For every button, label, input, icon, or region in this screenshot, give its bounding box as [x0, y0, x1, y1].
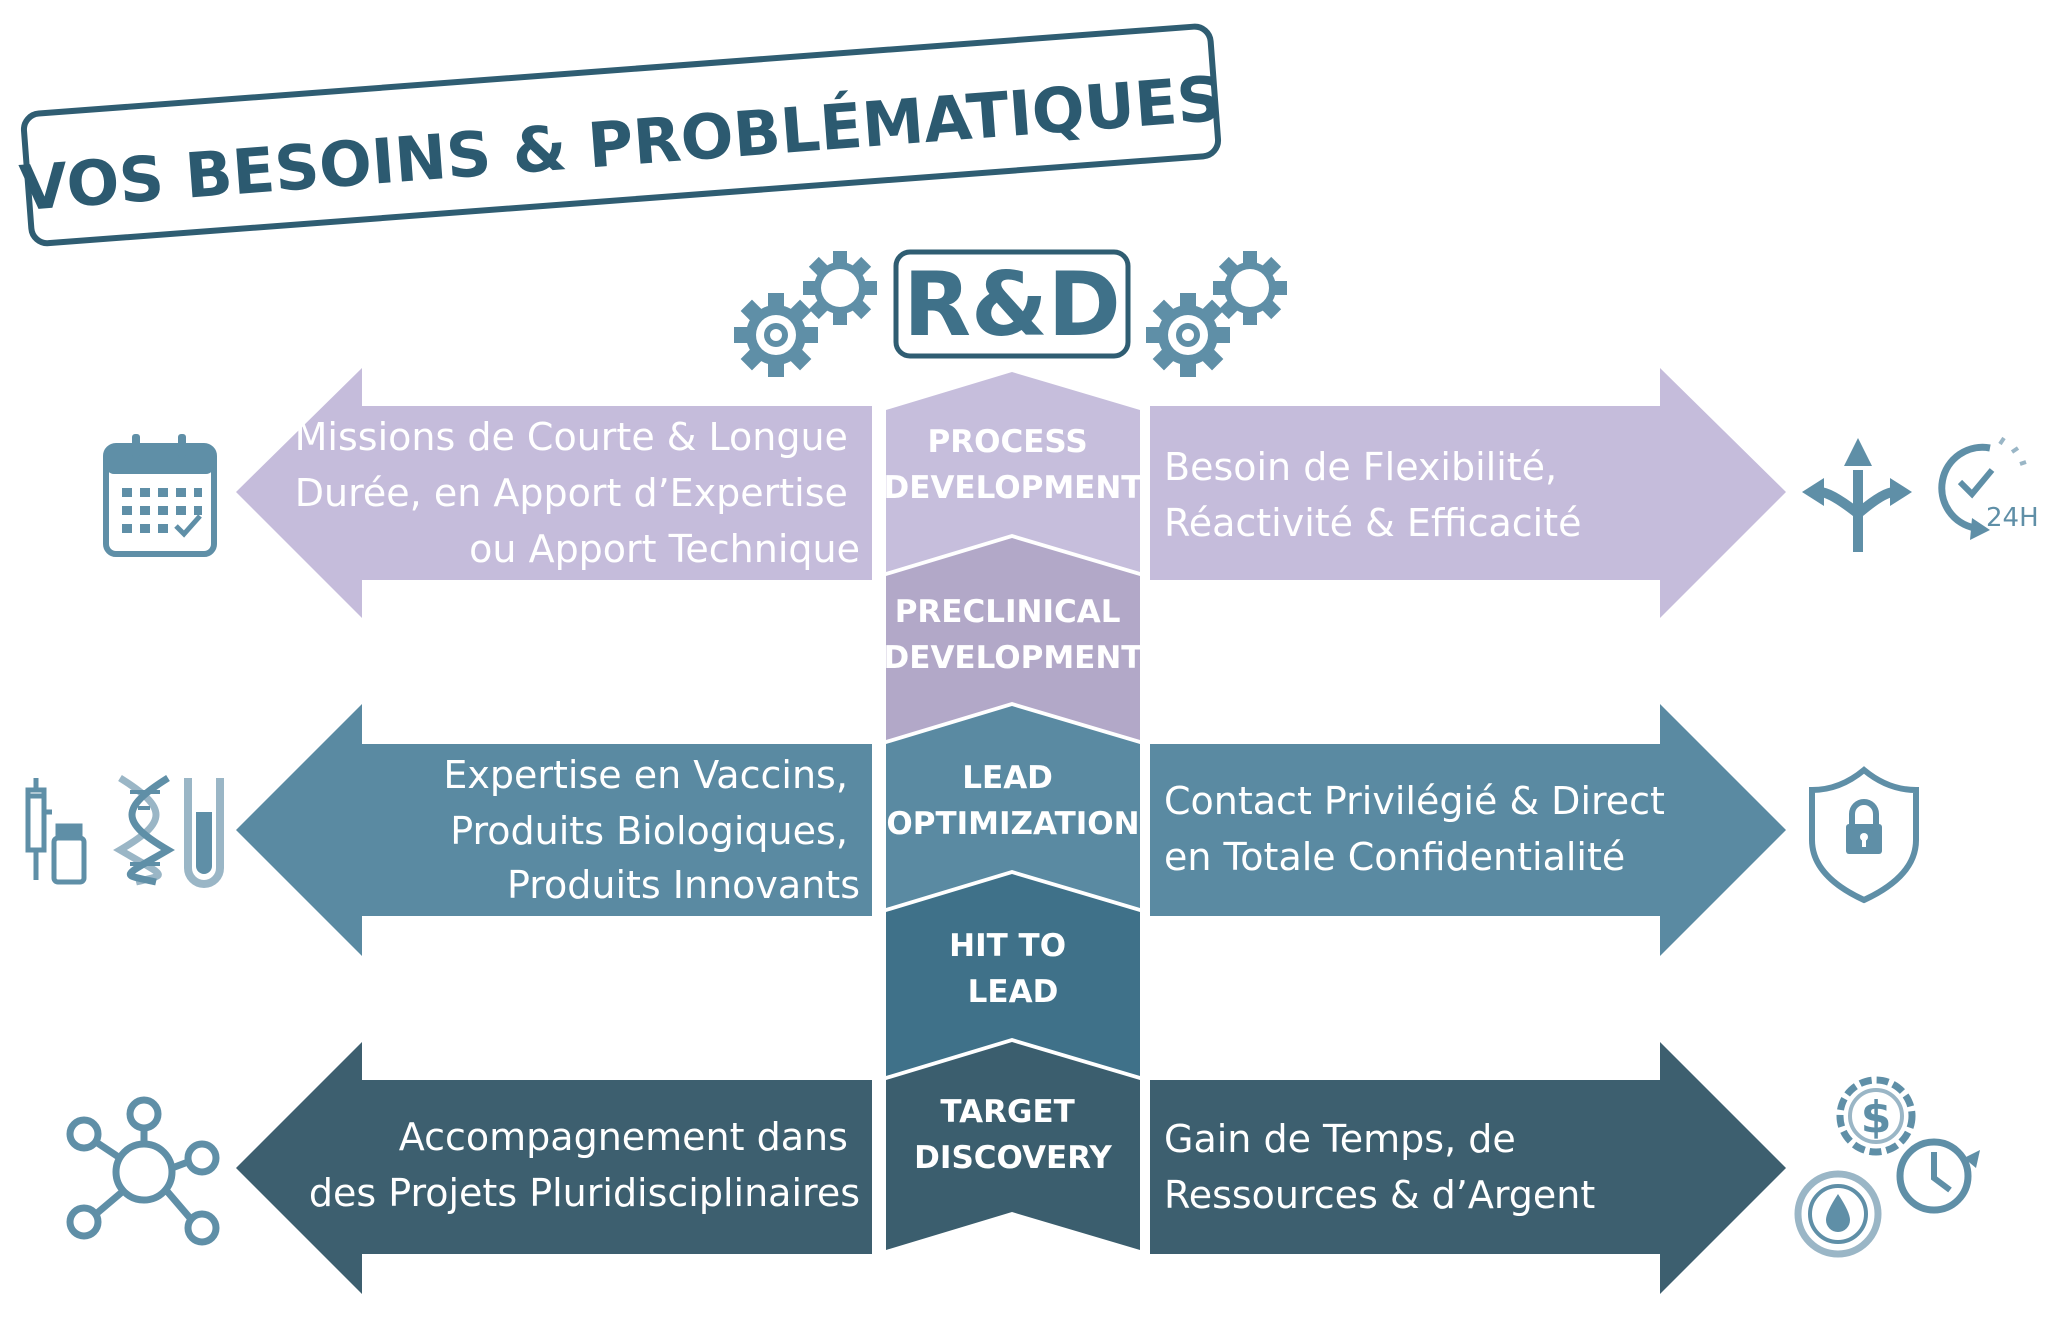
stage-column: PROCESS DEVELOPMENT PRECLINICAL DEVELOPM… — [884, 372, 1143, 1250]
clock-24h-icon: 24H — [1938, 436, 2039, 540]
gears-left-icon — [734, 251, 877, 377]
title-banner: VOS BESOINS & PROBLÉMATIQUES — [17, 23, 1224, 247]
stage-4-label: HIT TO LEAD — [949, 928, 1077, 1010]
band3-left-text: Accompagnement dans des Projets Pluridis… — [309, 1115, 860, 1215]
band2-left-text: Expertise en Vaccins, Produits Biologiqu… — [443, 753, 860, 907]
left-arrow-1 — [236, 368, 872, 618]
syringe-vial-icon — [25, 778, 87, 885]
right-arrow-1 — [1150, 368, 1786, 618]
band-savings: Accompagnement dans des Projets Pluridis… — [236, 1042, 1786, 1294]
dna-icon — [113, 775, 175, 886]
directions-icon — [1802, 438, 1912, 552]
test-tube-icon — [184, 778, 224, 888]
left-arrow-3 — [236, 1042, 872, 1294]
stage-hit-to-lead — [886, 874, 1140, 1076]
band-flexibility: Missions de Courte & Longue Durée, en Ap… — [236, 368, 1786, 618]
band1-left-text: Missions de Courte & Longue Durée, en Ap… — [295, 415, 860, 571]
band1-right-text: Besoin de Flexibilité, Réactivité & Effi… — [1164, 445, 1581, 545]
stage-5-label: TARGET DISCOVERY — [914, 1094, 1112, 1176]
rd-label: R&D — [903, 253, 1121, 356]
band2-right-text: Contact Privilégié & Direct en Totale Co… — [1164, 779, 1677, 879]
network-molecule-icon — [66, 1096, 220, 1246]
stage-1-label: PROCESS DEVELOPMENT — [884, 424, 1143, 506]
shield-lock-icon — [1809, 766, 1919, 904]
money-symbol: $ — [1861, 1092, 1892, 1143]
money-time-water-icon: $ — [1794, 1076, 1980, 1258]
right-arrow-3 — [1150, 1042, 1786, 1294]
stage-lead-optimization — [886, 706, 1140, 908]
band-confidentiality: Expertise en Vaccins, Produits Biologiqu… — [236, 704, 1786, 956]
right-arrow-2 — [1150, 704, 1786, 956]
stage-target-discovery — [886, 1042, 1140, 1250]
stage-process-development — [886, 372, 1140, 572]
stage-2-label: PRECLINICAL DEVELOPMENT — [884, 594, 1143, 676]
stage-3-label: LEAD OPTIMIZATION — [886, 760, 1139, 842]
stage-preclinical-development — [886, 538, 1140, 740]
band3-right-text: Gain de Temps, de Ressources & d’Argent — [1164, 1117, 1595, 1217]
clock-24h-label: 24H — [1986, 503, 2039, 533]
calendar-icon — [103, 434, 217, 557]
rd-box: R&D — [893, 249, 1131, 359]
left-arrow-2 — [236, 704, 872, 956]
gears-right-icon — [1146, 251, 1287, 377]
